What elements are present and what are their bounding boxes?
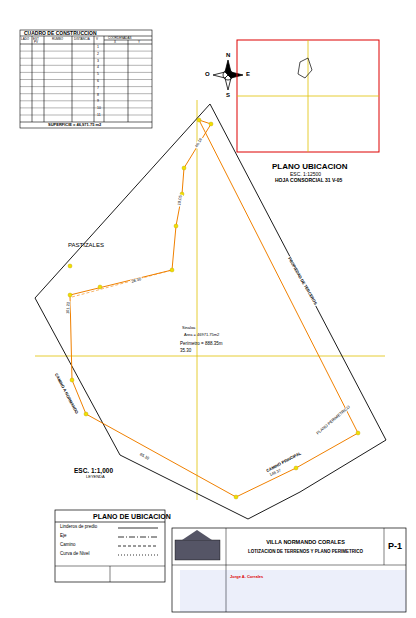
plan-label: 28.30 [130, 277, 143, 284]
plan-label: E [246, 71, 250, 78]
plan-label: ESC. 1:1,000 [74, 467, 113, 474]
title-text: VILLA NORMANDO CORALES [230, 539, 381, 546]
plan-label: PLANO DE UBICACION [93, 513, 171, 521]
plan-label: CAMINO PRINCIPAL [265, 451, 303, 474]
plan-label: O [205, 71, 210, 78]
plan-label: S [226, 92, 230, 99]
plan-label: Jorge A. Corrales [230, 575, 263, 579]
legend-text: Curva de Nivel [60, 552, 90, 557]
plan-label: V [96, 38, 98, 41]
plan-label: 2 [97, 53, 99, 57]
plan-label: 6 [97, 80, 99, 84]
plan-label: PLANO PERIMETRICO [315, 404, 352, 436]
plan-label: Área = 46971.75m2 [184, 333, 219, 337]
legend-sample [118, 528, 158, 529]
plan-label: X [114, 41, 116, 44]
plan-label: PROPIEDAD DE TERCEROS [286, 256, 318, 307]
legend-text: Camino [60, 543, 76, 548]
title-block-cell: P-1 [385, 530, 405, 554]
plan-label: 11 [97, 114, 101, 118]
title-text: LOTIZACION DE TERRENOS Y PLANO PERIMETRI… [230, 549, 381, 554]
title-block-cell: VILLA NORMANDO CORALES LOTIZACION DE TERR… [228, 530, 383, 556]
plan-label: 85.10 [138, 452, 151, 462]
plan-label: DISTANCIA [74, 38, 90, 41]
title-text: P-1 [387, 541, 403, 552]
plan-label: 4 [97, 66, 99, 70]
legend-sample [118, 537, 158, 538]
plan-label: 5 [97, 73, 99, 77]
plan-label: PV [34, 41, 38, 44]
plan-label: 1 [97, 46, 99, 50]
plan-label: 19.05 [177, 194, 183, 207]
plan-label: N [226, 52, 230, 59]
plan-label: 9 [97, 100, 99, 104]
legend-text: Eje [60, 534, 67, 539]
plan-label: LEYENDA [86, 475, 105, 479]
plan-label: Perímetro = 888.35m [180, 342, 222, 347]
legend-sample [118, 546, 158, 547]
plan-label: CUADRO DE CONSTRUCCION [24, 31, 97, 37]
legend-sample [118, 555, 158, 556]
plan-label: ESC. 1:12500 [290, 172, 321, 178]
plan-label: 10 [97, 107, 101, 111]
plan-label: CAMINO A NORMANDO [53, 372, 79, 416]
plan-label: SUPERFICIE = 46,971.75 m2 [48, 123, 101, 127]
plan-label: 101.22 [66, 301, 71, 315]
plan-label: PLANO UBICACION [272, 163, 348, 172]
plan-label: 3 [97, 60, 99, 64]
plan-label: HOJA CONSORCIAL 31 V-05 [275, 178, 342, 184]
plan-label: Sinaloa [182, 326, 195, 330]
plan-label: COORDENADAS [108, 37, 132, 40]
plan-label: LADO [21, 38, 29, 41]
plan-label: 8 [97, 94, 99, 98]
legend-text: Linderos de predio [60, 525, 97, 530]
plan-label: 40.18 [194, 137, 204, 150]
plan-label: Y [138, 41, 140, 44]
plan-label: 35.30 [180, 349, 191, 354]
plan-label: RUMBO [52, 38, 63, 41]
plan-label: PASTIZALES [68, 242, 104, 249]
plan-label: 7 [97, 87, 99, 91]
